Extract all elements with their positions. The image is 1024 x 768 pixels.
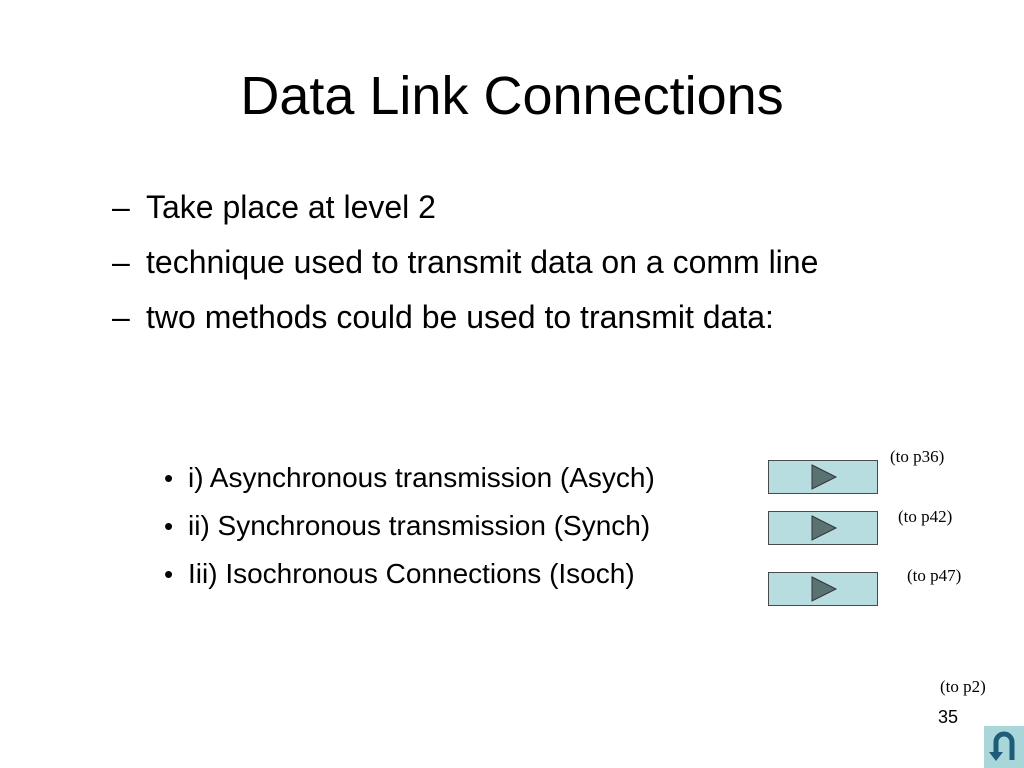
dot-marker: • <box>164 463 174 493</box>
sub-bullet-text: i) Asynchronous transmission (Asych) <box>188 462 655 493</box>
dot-marker: • <box>164 559 174 589</box>
u-turn-return-icon <box>989 731 1015 761</box>
dash-marker: – <box>112 189 130 225</box>
sub-bullet-text: Iii) Isochronous Connections (Isoch) <box>188 558 635 589</box>
page-number: 35 <box>938 707 959 727</box>
dash-marker: – <box>112 299 130 335</box>
bullet-text: technique used to transmit data on a com… <box>146 244 819 280</box>
go-to-asynchronous-button[interactable] <box>768 460 878 494</box>
go-to-isochronous-button[interactable] <box>768 572 878 606</box>
bullet-list: – Take place at level 2 – technique used… <box>112 186 932 351</box>
bullet-text: Take place at level 2 <box>146 189 436 225</box>
sub-bullet-item: • ii) Synchronous transmission (Synch) <box>160 508 655 544</box>
bullet-text: two methods could be used to transmit da… <box>146 299 774 335</box>
link-to-p42[interactable]: (to p42) <box>898 507 953 526</box>
bullet-item: – Take place at level 2 <box>112 186 932 228</box>
return-button[interactable] <box>984 726 1024 768</box>
dot-marker: • <box>164 511 174 541</box>
play-arrow-icon <box>811 576 838 602</box>
sub-bullet-text: ii) Synchronous transmission (Synch) <box>188 510 651 541</box>
link-to-p36[interactable]: (to p36) <box>890 447 945 466</box>
slide-title: Data Link Connections <box>240 66 784 126</box>
link-to-p2[interactable]: (to p2) <box>940 677 986 696</box>
sub-bullet-item: • Iii) Isochronous Connections (Isoch) <box>160 556 655 592</box>
dash-marker: – <box>112 244 130 280</box>
bullet-item: – two methods could be used to transmit … <box>112 296 932 338</box>
sub-bullet-item: • i) Asynchronous transmission (Asych) <box>160 460 655 496</box>
go-to-synchronous-button[interactable] <box>768 511 878 545</box>
play-arrow-icon <box>811 464 838 490</box>
play-arrow-icon <box>811 515 838 541</box>
link-to-p47[interactable]: (to p47) <box>907 566 962 585</box>
sub-bullet-list: • i) Asynchronous transmission (Asych) •… <box>160 460 655 604</box>
bullet-item: – technique used to transmit data on a c… <box>112 241 932 283</box>
